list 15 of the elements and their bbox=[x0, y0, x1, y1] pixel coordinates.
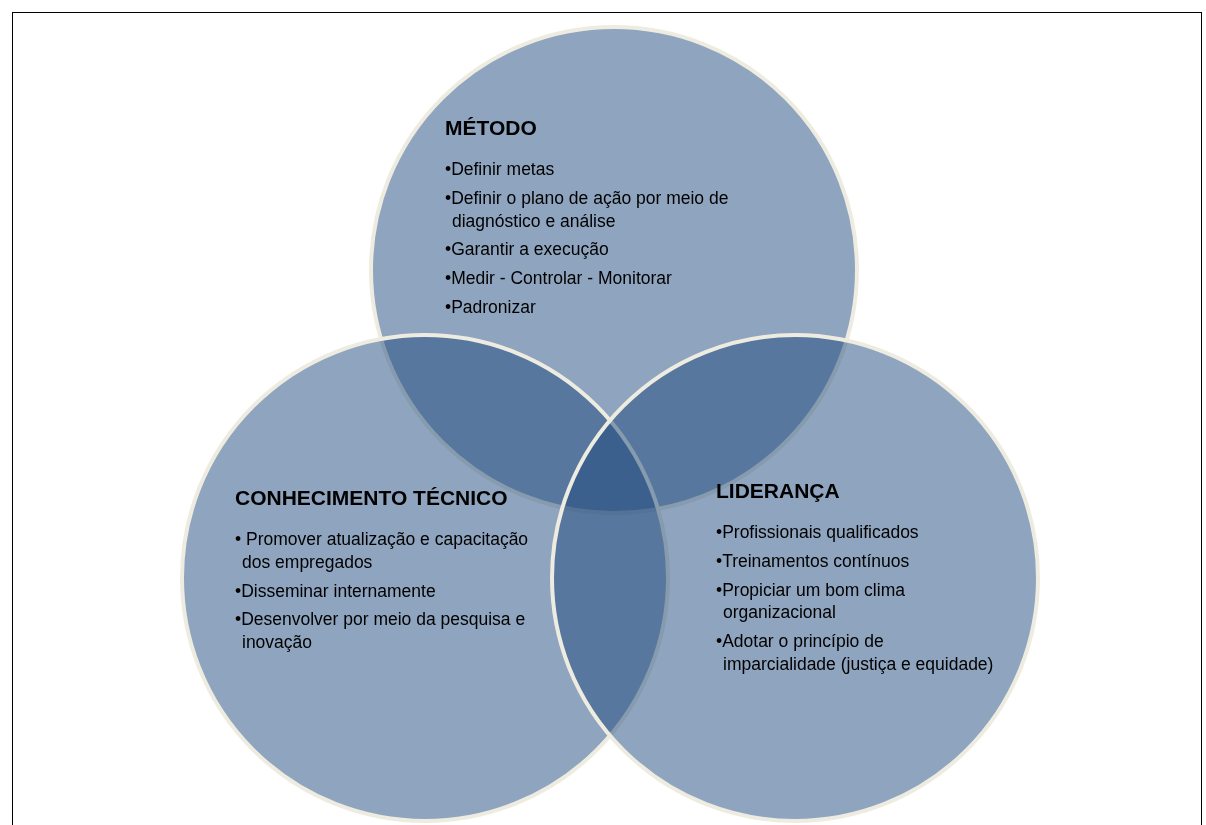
bullet-item: •Disseminar internamente bbox=[235, 579, 437, 603]
bullet-item: •Garantir a execução bbox=[445, 238, 610, 262]
circle-heading: MÉTODO bbox=[445, 115, 538, 141]
bullet-item: • Promover atualização e capacitação dos empregados bbox=[235, 528, 530, 574]
bullet-item: •Padronizar bbox=[445, 295, 537, 319]
bullet-item: •Desenvolver por meio da pesquisa e inovação bbox=[235, 608, 527, 654]
circle-heading: CONHECIMENTO TÉCNICO bbox=[235, 485, 509, 511]
bullet-item: •Propiciar um bom clima organizacional bbox=[716, 578, 906, 625]
bullet-item: •Medir - Controlar - Monitorar bbox=[445, 267, 673, 290]
bullet-item: •Definir metas bbox=[445, 158, 556, 181]
bullet-item: •Adotar o princípio de imparcialidade (justiça e equidade) bbox=[716, 630, 995, 676]
bullet-item: •Treinamentos contínuos bbox=[716, 549, 911, 573]
bullet-item: •Definir o plano de ação por meio de diagnóstico e análise bbox=[445, 186, 730, 233]
bullet-item: •Profissionais qualificados bbox=[716, 521, 920, 544]
circle-heading: LIDERANÇA bbox=[716, 478, 841, 504]
